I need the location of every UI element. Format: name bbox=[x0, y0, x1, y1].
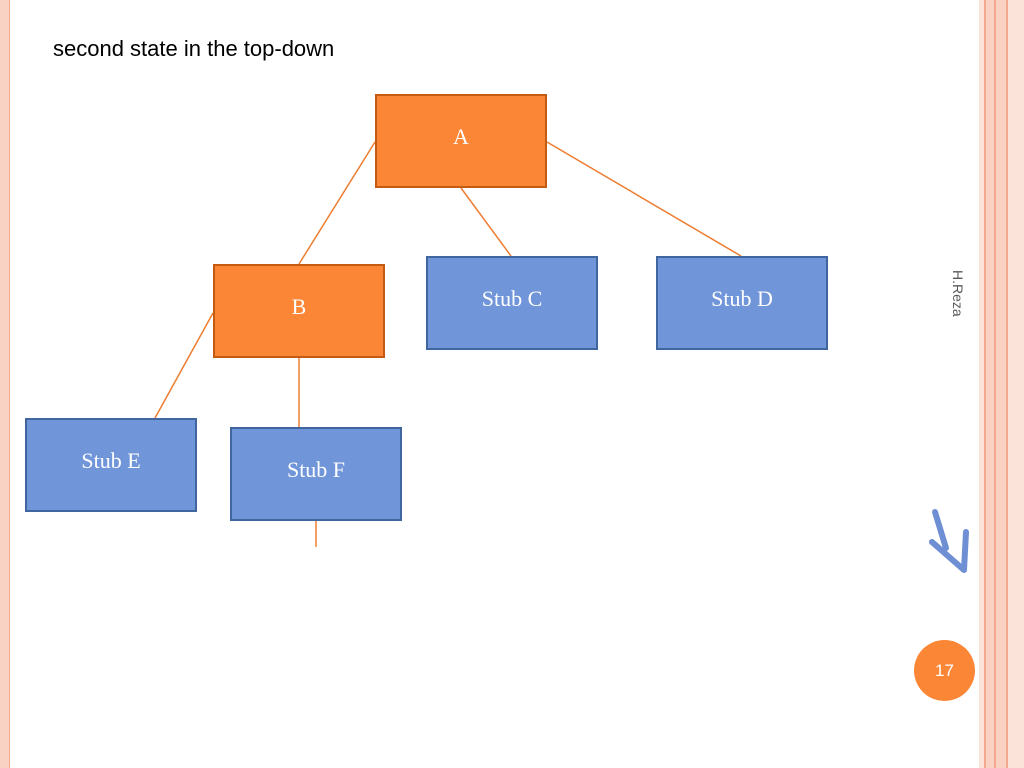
node-stub-f: Stub F bbox=[230, 427, 402, 521]
node-stub-d-label: Stub D bbox=[711, 286, 773, 311]
left-decorative-line bbox=[9, 0, 10, 768]
right-decorative-border bbox=[984, 0, 986, 768]
node-b: B bbox=[213, 264, 385, 358]
node-a-label: A bbox=[453, 124, 469, 149]
edge-b-e bbox=[154, 312, 214, 419]
page-number: 17 bbox=[935, 660, 954, 680]
node-stub-d: Stub D bbox=[656, 256, 828, 350]
node-stub-f-label: Stub F bbox=[286, 457, 346, 482]
node-stub-e: Stub E bbox=[25, 418, 197, 512]
right-decorative-border bbox=[996, 0, 1006, 768]
edge-a-c bbox=[460, 187, 512, 257]
slide-title: second state in the top-down bbox=[53, 36, 335, 61]
right-decorative-border bbox=[1006, 0, 1008, 768]
node-stub-c-label: Stub C bbox=[481, 286, 543, 311]
edge-a-b bbox=[298, 141, 376, 265]
author-label: H.Reza bbox=[950, 270, 966, 317]
right-decorative-border bbox=[994, 0, 996, 768]
right-decorative-border bbox=[979, 0, 984, 768]
node-stub-e-label: Stub E bbox=[81, 448, 141, 473]
node-a: A bbox=[375, 94, 547, 188]
right-decorative-border bbox=[986, 0, 994, 768]
left-decorative-border bbox=[0, 0, 9, 768]
node-stub-c: Stub C bbox=[426, 256, 598, 350]
arrow-down-right-icon[interactable] bbox=[926, 508, 974, 576]
right-decorative-border bbox=[1008, 0, 1024, 768]
node-b-label: B bbox=[291, 294, 307, 319]
edge-a-d bbox=[546, 141, 742, 257]
page-number-badge: 17 bbox=[914, 640, 975, 701]
